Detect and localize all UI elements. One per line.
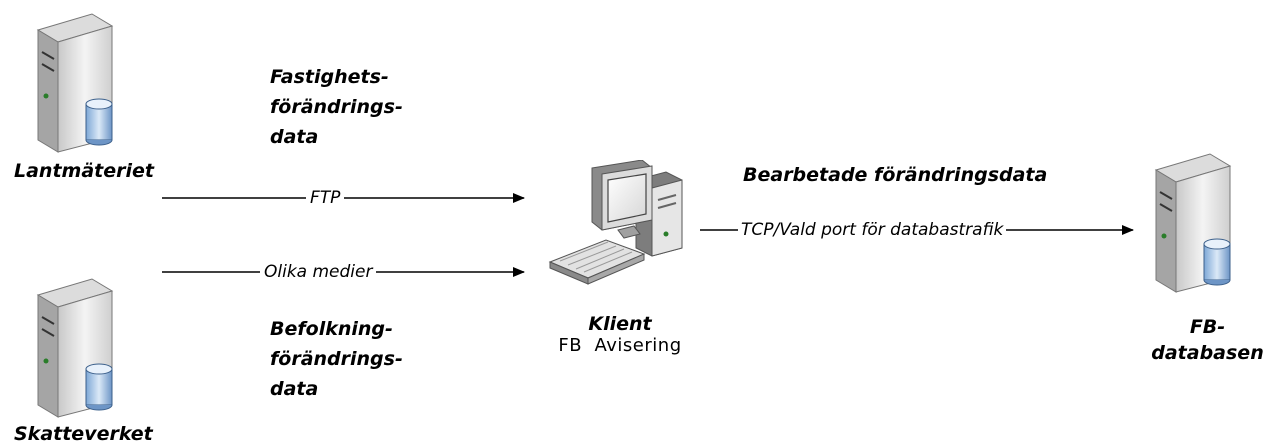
client-subtitle: FB Avisering — [558, 335, 682, 356]
lantmateriet-label: Lantmäteriet — [14, 160, 154, 182]
befolkning-line: data — [270, 378, 319, 400]
fastighets-line: Fastighets- — [270, 66, 389, 88]
tcp-label: TCP/Vald port för databastrafik — [738, 220, 1007, 240]
client-label: Klient FB Avisering — [545, 313, 695, 356]
database-server-icon — [36, 13, 114, 153]
fastighets-line: data — [270, 126, 319, 148]
befolkning-line: förändrings- — [270, 348, 403, 370]
desktop-computer-icon — [548, 160, 683, 285]
fb-database-label-line2: databasen — [1151, 342, 1264, 364]
olika-medier-label: Olika medier — [260, 262, 377, 282]
database-server-icon — [1154, 153, 1232, 293]
bearbetade-description: Bearbetade förändringsdata — [743, 164, 1048, 186]
fastighets-line: förändrings- — [270, 96, 403, 118]
client-title: Klient — [588, 313, 652, 335]
fb-database-label-line1: FB- — [1189, 316, 1226, 338]
fb-database-label: FB- databasen — [1150, 314, 1265, 366]
fastighets-description: Fastighets- förändrings- data — [270, 62, 403, 152]
befolkning-line: Befolkning- — [270, 318, 393, 340]
befolkning-description: Befolkning- förändrings- data — [270, 314, 403, 404]
ftp-label: FTP — [306, 188, 345, 208]
database-server-icon — [36, 278, 114, 418]
skatteverket-label: Skatteverket — [14, 423, 153, 445]
